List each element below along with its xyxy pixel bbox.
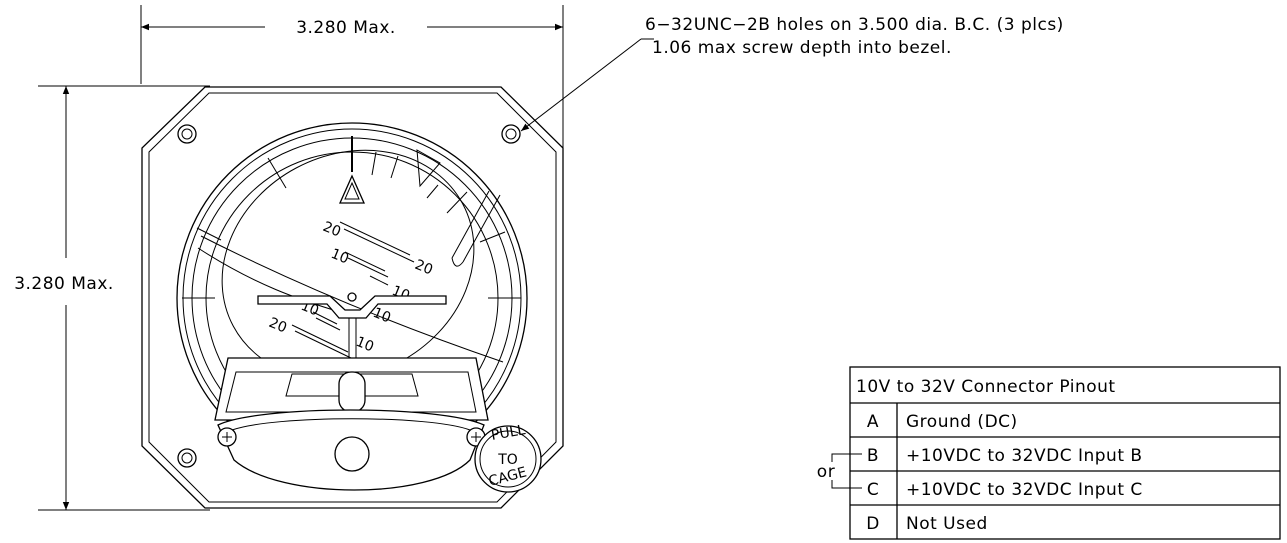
pitch-line-shadow	[315, 317, 341, 331]
hole-icon	[177, 124, 197, 144]
pitch-label: 20	[413, 257, 436, 279]
bank-tick-45-triangle	[416, 149, 441, 188]
knob-label-pull: PULL	[490, 422, 527, 444]
horizon-lower-line	[197, 247, 341, 313]
bank-tick	[371, 151, 377, 176]
bank-tick	[196, 227, 222, 241]
pitch-ladder: 20 10 20 10 10 10 20 10	[267, 219, 436, 359]
slip-bar-end	[451, 257, 464, 267]
pin-label: D	[866, 514, 880, 534]
width-dimension-label: 3.280 Max.	[296, 18, 396, 38]
pitch-line-shadow	[343, 228, 415, 263]
slip-bar-edge	[451, 190, 490, 259]
mask-window	[285, 373, 419, 397]
pinout-table-border	[849, 366, 1281, 540]
bank-pointer-icon	[338, 174, 366, 204]
callout-line-2: 1.06 max screw depth into bezel.	[652, 38, 952, 58]
pitch-label: 10	[371, 305, 394, 327]
callout-line-1: 6−32UNC−2B holes on 3.500 dia. B.C. (3 p…	[645, 15, 1064, 35]
pin-label: B	[867, 446, 879, 466]
pitch-label: 10	[354, 334, 377, 356]
aircraft-symbol-wings	[257, 295, 447, 319]
bank-tick	[426, 184, 439, 199]
pull-to-cage-knob: PULL TO CAGE	[474, 422, 542, 493]
lower-mask-circle	[334, 436, 370, 472]
or-bracket-bottom	[831, 480, 862, 489]
pitch-line	[339, 221, 411, 256]
attitude-indicator: 20 10 20 10 10 10 20 10	[141, 86, 564, 509]
pin-label: C	[867, 480, 879, 500]
bezel-inner-outline	[148, 92, 557, 503]
bank-tick	[479, 231, 506, 243]
pin-description: +10VDC to 32VDC Input C	[906, 480, 1143, 500]
pitch-line-shadow	[347, 257, 389, 278]
bank-tick	[390, 155, 399, 179]
pin-description: Not Used	[906, 514, 988, 534]
knob-inner	[479, 430, 537, 488]
pitch-line	[344, 251, 386, 272]
pitch-line	[312, 311, 338, 325]
cage-lock-indicator	[338, 371, 366, 413]
knob-outer	[474, 425, 542, 493]
callout-leader	[520, 38, 642, 132]
pitch-label: 20	[267, 315, 290, 337]
pin-description: Ground (DC)	[906, 412, 1018, 432]
bank-scale	[182, 136, 521, 299]
pitch-label: 20	[321, 219, 344, 241]
horizon-line	[200, 235, 504, 363]
pin-label: A	[867, 412, 879, 432]
bezel-outline	[141, 86, 564, 509]
mask-lower-edge	[231, 418, 471, 431]
pinout-table: 10V to 32V Connector Pinout A Ground (DC…	[817, 366, 1281, 540]
bank-tick	[267, 157, 287, 189]
hole-icon	[501, 124, 521, 144]
slip-bar-edge	[462, 194, 501, 263]
aircraft-symbol-dot	[347, 292, 357, 302]
pinout-title: 10V to 32V Connector Pinout	[856, 377, 1116, 397]
pitch-line	[291, 324, 349, 353]
height-dimension: 3.280 Max.	[14, 85, 210, 511]
pitch-line	[369, 275, 389, 286]
mask-upper-band-inner	[225, 371, 477, 413]
or-bracket-top	[831, 453, 862, 462]
bank-pointer-inner	[344, 181, 360, 200]
pitch-label: 10	[329, 246, 352, 268]
or-label: or	[817, 462, 835, 482]
lower-mask	[214, 357, 489, 491]
mask-lower-band	[217, 409, 485, 491]
height-dimension-label: 3.280 Max.	[14, 274, 114, 294]
screw-icon	[217, 427, 237, 447]
hole-icon	[177, 448, 197, 468]
width-dimension: 3.280 Max.	[140, 5, 564, 148]
knob-label-to: TO	[497, 452, 518, 468]
pin-description: +10VDC to 32VDC Input B	[906, 446, 1143, 466]
pitch-line-shadow	[294, 330, 352, 359]
hole-callout: 6−32UNC−2B holes on 3.500 dia. B.C. (3 p…	[520, 15, 1064, 132]
bank-tick	[446, 191, 468, 214]
